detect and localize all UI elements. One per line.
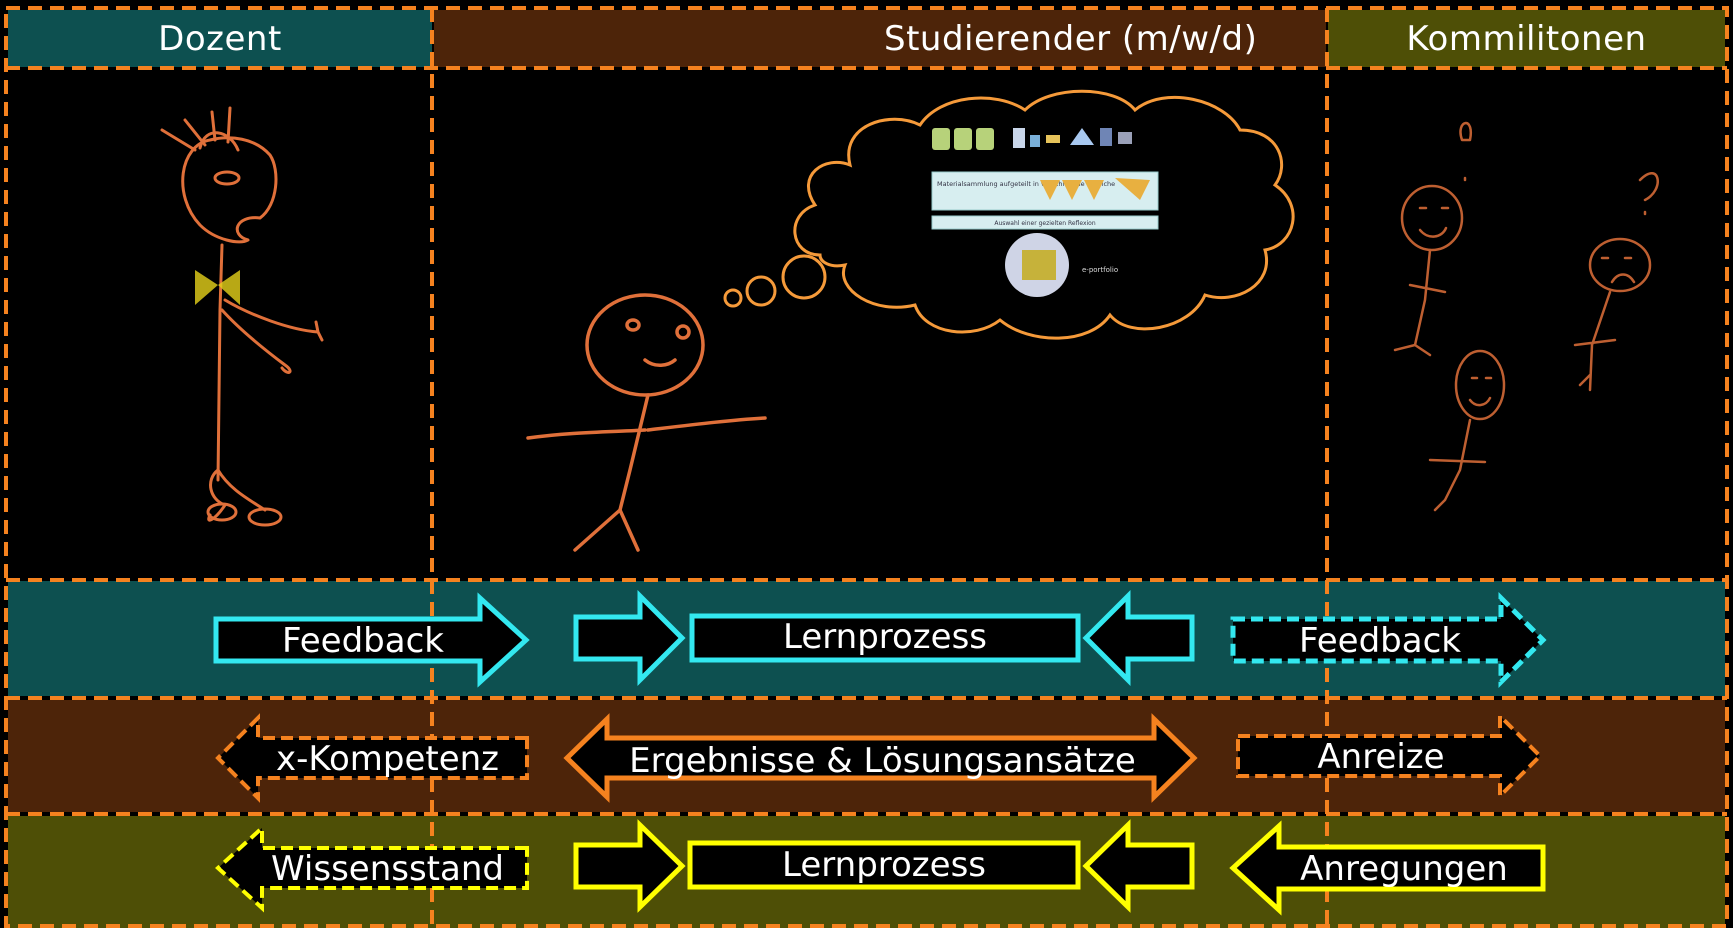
header-studierender: Studierender (m/w/d) (884, 18, 1258, 59)
feedback-dozent-label: Feedback (282, 621, 444, 661)
anregungen-label: Anregungen (1300, 849, 1508, 889)
student-eye-left (625, 318, 641, 332)
arrow-to-lernprozess-left (573, 589, 686, 687)
arrow-feedback-dozent (213, 592, 530, 688)
student-eye-right (675, 324, 691, 340)
dozent-hair-spikes (160, 106, 232, 152)
exclamation-icon (1459, 121, 1473, 182)
document-icons (932, 128, 1132, 150)
thought-bubbles (723, 254, 827, 308)
header-dozent: Dozent (158, 18, 282, 59)
arrow-anregungen (1229, 820, 1546, 916)
portfolio-label: e-portfolio (1082, 266, 1118, 274)
feedback-kommilitonen-label: Feedback (1299, 621, 1461, 661)
student-figure (526, 293, 767, 552)
x-kompetenz-label: x-Kompetenz (275, 739, 500, 779)
komm2-face (1600, 256, 1636, 284)
arrow-to-lernprozess-bottom-right (1082, 819, 1195, 913)
materials-bar-text: Materialsammlung aufgeteilt in verschied… (937, 180, 1115, 188)
materials-bar (931, 171, 1159, 211)
komm3-head (1454, 349, 1506, 421)
dozent-eye (213, 170, 241, 186)
anreize-label: Anreize (1317, 737, 1445, 777)
komm3-face (1468, 376, 1493, 407)
student-mouth (643, 358, 677, 367)
arrow-x-kompetenz (215, 713, 529, 803)
dashed-grid (4, 6, 1729, 928)
arrow-feedback-kommilitonen (1230, 591, 1547, 689)
student-head (585, 293, 705, 397)
dozent-figure (160, 106, 324, 527)
question-icon (1638, 172, 1659, 216)
student-arm-left (526, 428, 647, 440)
lernprozess-top-label: Lernprozess (783, 617, 987, 657)
funnel-icons (1040, 178, 1150, 200)
komm1-head (1400, 184, 1464, 252)
komm1-body (1393, 248, 1447, 357)
komm2-head (1588, 237, 1652, 293)
header-kommilitonen-bg (1328, 10, 1725, 67)
arrow-layer (213, 589, 1547, 916)
lernprozess-bottom-label: Lernprozess (782, 845, 986, 885)
header-student-bg (434, 10, 1326, 67)
cloud-contents: Materialsammlung aufgeteilt in verschied… (931, 128, 1159, 297)
kommilitonen-figures (1393, 121, 1659, 512)
header-kommilitonen: Kommilitonen (1406, 18, 1647, 59)
dozent-arm-lower (220, 308, 292, 374)
box-lernprozess-bottom (687, 840, 1081, 890)
komm2-body (1573, 290, 1617, 392)
komm3-body (1428, 418, 1487, 512)
dozent-foot-right (247, 507, 283, 527)
bowtie-icon (195, 270, 240, 305)
header-dozent-bg (8, 10, 432, 67)
dozent-arm-right (223, 298, 324, 342)
box-lernprozess-top (689, 613, 1081, 663)
student-legs (573, 508, 640, 552)
arrow-anreize (1236, 711, 1543, 801)
selection-bar (931, 215, 1159, 230)
dozent-foot-left (206, 502, 238, 522)
thought-cloud (793, 89, 1295, 340)
arrow-to-lernprozess-right (1082, 589, 1195, 687)
student-arm-right (646, 416, 767, 432)
arrow-to-lernprozess-bottom-left (573, 819, 686, 913)
student-body (618, 393, 650, 512)
ergebnisse-label: Ergebnisse & Lösungsansätze (629, 741, 1136, 781)
komm1-face (1418, 206, 1450, 238)
arrow-ergebnisse (563, 713, 1198, 803)
selection-bar-text: Auswahl einer gezielten Reflexion (994, 220, 1095, 227)
arrow-wissensstand (215, 823, 529, 913)
dozent-head (181, 136, 278, 244)
wissensstand-label: Wissensstand (271, 849, 504, 889)
folder-icon (1022, 250, 1056, 280)
dozent-body (216, 243, 224, 482)
